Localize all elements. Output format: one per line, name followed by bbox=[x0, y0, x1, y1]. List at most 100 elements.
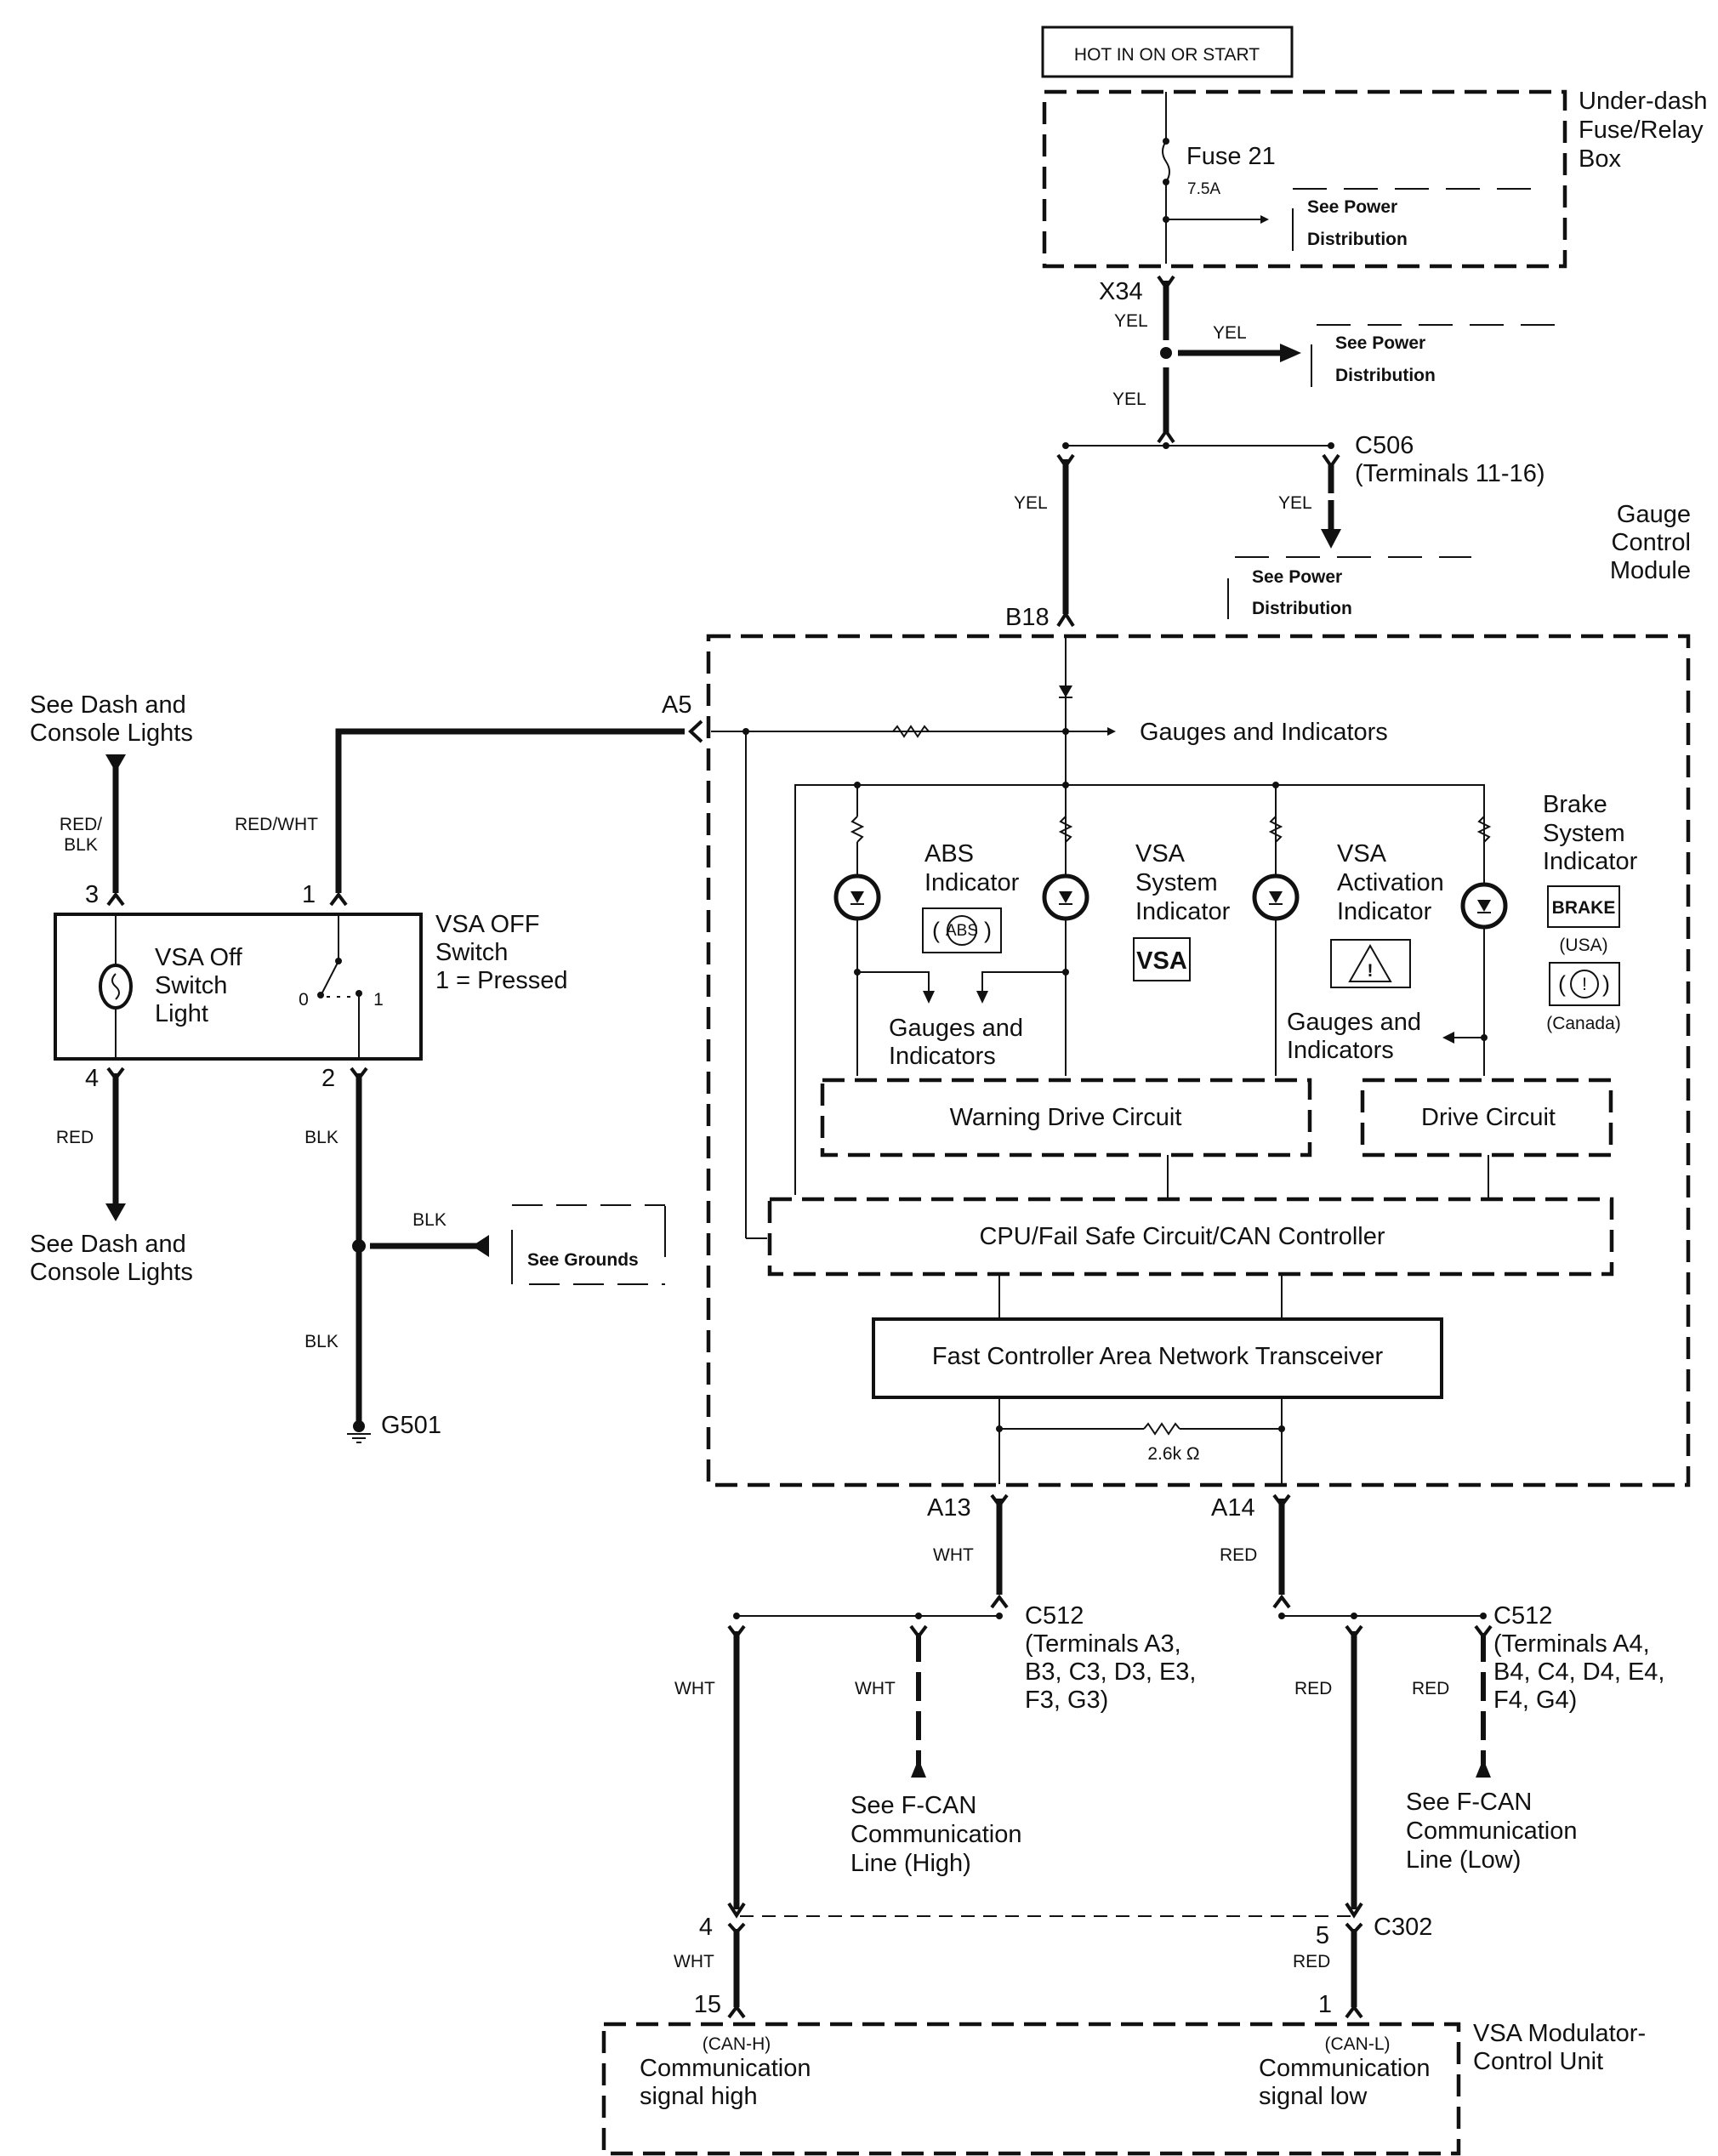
brake-canada-label: (Canada) bbox=[1546, 1014, 1621, 1033]
brake-symbol: BRAKE bbox=[1552, 898, 1616, 918]
a13-label: A13 bbox=[927, 1494, 971, 1522]
vsa-off-switch-box[interactable] bbox=[54, 913, 423, 1061]
see-power-distribution-ref-3[interactable]: See Power Distribution bbox=[1227, 556, 1471, 619]
see-dash-console-lights-ref-bottom[interactable]: See Dash and Console Lights bbox=[30, 1231, 193, 1286]
diode-icon bbox=[1059, 685, 1072, 697]
switch-pos-label: 1 bbox=[373, 990, 384, 1010]
bracket-right: ) bbox=[1602, 971, 1610, 997]
fast-can-transceiver-block: Fast Controller Area Network Transceiver bbox=[872, 1317, 1443, 1399]
arrow-icon bbox=[105, 1203, 126, 1221]
connector-a13: A13 bbox=[927, 1493, 1009, 1522]
fuse-box-label-2: Fuse/Relay bbox=[1579, 117, 1704, 144]
connector-a5: A5 bbox=[662, 691, 703, 743]
indicator-brake-system: Brake System Indicator BRAKE (USA) ! ( )… bbox=[1442, 791, 1638, 1044]
wire-color-label: RED bbox=[1220, 1545, 1257, 1565]
c302-label: C302 bbox=[1374, 1914, 1432, 1941]
gauge-label-1: Gauge bbox=[1617, 501, 1691, 528]
c506-label: C506 bbox=[1355, 432, 1414, 459]
see-fcan-high-ref[interactable]: See F-CAN Communication Line (High) bbox=[850, 1792, 1021, 1877]
pin-label: 4 bbox=[85, 1065, 99, 1092]
vsa-off-switch-label: VSA OFF Switch 1 = Pressed bbox=[435, 911, 568, 994]
splice-point bbox=[1160, 347, 1172, 359]
wire-color-label: RED bbox=[1412, 1679, 1449, 1698]
wire-color-label: WHT bbox=[674, 1679, 715, 1698]
brake-canada-symbol: ! bbox=[1582, 975, 1587, 994]
c512-terms: (Terminals A4, bbox=[1493, 1630, 1650, 1658]
terminating-resistor-label: 2.6k Ω bbox=[1147, 1444, 1199, 1464]
vsa-symbol: VSA bbox=[1136, 947, 1187, 975]
indicator-label: System bbox=[1543, 820, 1625, 847]
arrow-icon bbox=[1476, 1759, 1491, 1778]
ref-text: See Power bbox=[1252, 567, 1342, 587]
c512-label: C512 bbox=[1493, 1602, 1552, 1630]
see-power-distribution-ref-2[interactable]: See Power Distribution bbox=[1311, 324, 1556, 387]
brake-canada-icon bbox=[1570, 970, 1599, 998]
hot-label: HOT IN ON OR START bbox=[1074, 45, 1260, 65]
ref-text: Line (Low) bbox=[1406, 1846, 1521, 1874]
ref-text: Line (High) bbox=[850, 1850, 971, 1877]
pin-label: 15 bbox=[694, 1991, 721, 2018]
wire-color-label: WHT bbox=[855, 1679, 896, 1698]
connector-c512-low: C512 (Terminals A4, B4, C4, D4, E4, F4, … bbox=[1493, 1602, 1665, 1714]
hot-in-on-or-start-box: HOT IN ON OR START bbox=[1041, 26, 1294, 78]
fuse-box-label-1: Under-dash bbox=[1579, 88, 1708, 115]
c512-terms: F3, G3) bbox=[1025, 1687, 1108, 1714]
connector-c506: C506 (Terminals 11-16) bbox=[1056, 432, 1544, 487]
switch-label-3: 1 = Pressed bbox=[435, 967, 568, 994]
ref-text: See Power bbox=[1307, 197, 1397, 217]
indicator-label: VSA bbox=[1135, 840, 1186, 868]
signal-high-label: Communication bbox=[640, 2055, 811, 2082]
fuse-box-label-3: Box bbox=[1579, 145, 1621, 173]
see-dash-console-lights-ref-top[interactable]: See Dash and Console Lights bbox=[30, 691, 193, 747]
c512-terms: (Terminals A3, bbox=[1025, 1630, 1181, 1658]
indicator-label: VSA bbox=[1337, 840, 1387, 868]
vsa-mod-label-1: VSA Modulator- bbox=[1473, 2020, 1646, 2047]
x34-label: X34 bbox=[1099, 278, 1143, 305]
indicator-label: Brake bbox=[1543, 791, 1607, 818]
arrow-icon bbox=[472, 1235, 489, 1257]
gauge-label-3: Module bbox=[1610, 557, 1691, 584]
gauges-label: Gauges and bbox=[1287, 1009, 1421, 1036]
drive-circuit-block: Drive Circuit bbox=[1360, 1078, 1613, 1158]
wire-color-label: BLK bbox=[412, 1210, 447, 1230]
see-fcan-low-ref[interactable]: See F-CAN Communication Line (Low) bbox=[1406, 1789, 1577, 1874]
wire-color-label: YEL bbox=[1213, 323, 1247, 343]
fuse-21: Fuse 21 7.5A bbox=[1162, 92, 1276, 264]
gauges-label: Gauges and bbox=[889, 1015, 1023, 1042]
connector-c512-high: C512 (Terminals A3, B3, C3, D3, E3, F3, … bbox=[1025, 1602, 1197, 1714]
warning-drive-label: Warning Drive Circuit bbox=[950, 1104, 1182, 1131]
resistor-icon bbox=[1143, 1422, 1180, 1436]
wire-color-label: BLK bbox=[64, 835, 98, 855]
indicator-label: Activation bbox=[1337, 869, 1444, 896]
indicator-label: Indicator bbox=[924, 869, 1020, 896]
indicators-label: Indicators bbox=[889, 1043, 996, 1070]
arrow-icon bbox=[911, 1759, 926, 1778]
indicator-label: ABS bbox=[924, 840, 974, 868]
ref-text: See F-CAN bbox=[850, 1792, 976, 1819]
transceiver-label: Fast Controller Area Network Transceiver bbox=[932, 1343, 1384, 1370]
connector-c302: C302 4 5 bbox=[699, 1902, 1432, 1949]
wire-color-label: RED/ bbox=[60, 815, 102, 834]
wire-color-label: BLK bbox=[304, 1332, 338, 1351]
c506-terms: (Terminals 11-16) bbox=[1355, 460, 1544, 487]
signal-low-label: Communication bbox=[1259, 2055, 1430, 2082]
filament-icon bbox=[111, 973, 120, 1000]
a5-label: A5 bbox=[662, 691, 691, 719]
b18-label: B18 bbox=[1005, 604, 1050, 631]
ref-text: See Dash and bbox=[30, 1231, 186, 1258]
arrow-icon bbox=[105, 754, 126, 772]
ref-text: Console Lights bbox=[30, 1259, 193, 1286]
arrow-icon bbox=[1321, 529, 1341, 549]
indicator-vsa-activation: VSA Activation Indicator ! bbox=[1252, 782, 1444, 1076]
see-power-distribution-ref-1[interactable]: See Power Distribution bbox=[1292, 188, 1531, 251]
c512-terms: B3, C3, D3, E3, bbox=[1025, 1658, 1197, 1686]
wire-color-label: WHT bbox=[933, 1545, 974, 1565]
resistor-icon bbox=[1476, 816, 1492, 843]
indicator-vsa-system: VSA System Indicator VSA bbox=[976, 782, 1231, 1004]
ref-text: See F-CAN bbox=[1406, 1789, 1532, 1816]
fuse-name: Fuse 21 bbox=[1186, 143, 1276, 170]
see-grounds-ref[interactable]: See Grounds bbox=[511, 1204, 666, 1285]
drive-circuit-label: Drive Circuit bbox=[1421, 1104, 1556, 1131]
fuse-rating: 7.5A bbox=[1187, 180, 1220, 198]
wire-color-label: RED bbox=[1293, 1952, 1330, 1971]
